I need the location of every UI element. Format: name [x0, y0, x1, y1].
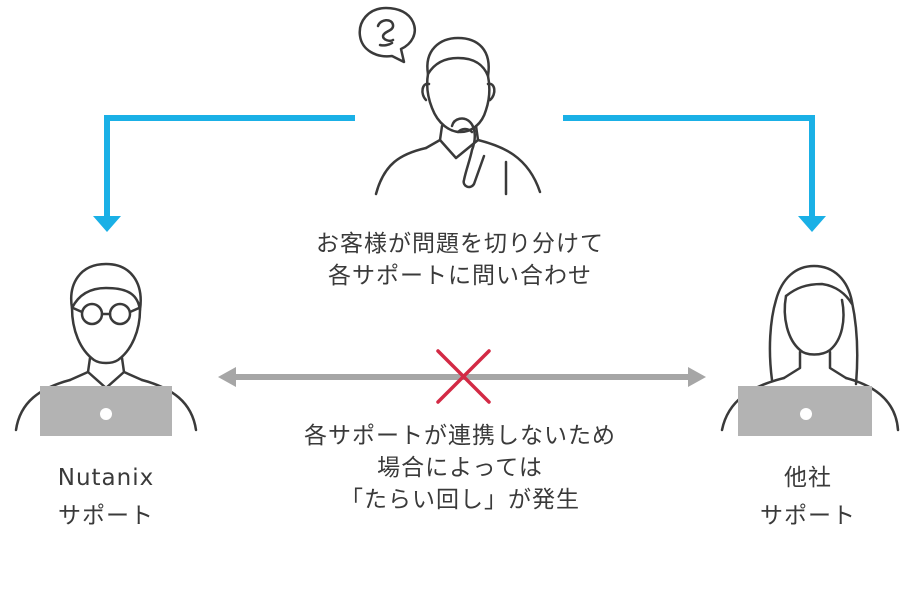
label-other-line1: 他社 — [784, 465, 832, 491]
thinking-person-icon — [374, 36, 542, 196]
x-mark-icon — [436, 349, 491, 404]
support-agent-glasses-icon — [14, 262, 198, 436]
caption-problem-line1: 各サポートが連携しないため — [304, 423, 616, 449]
caption-customer-line1: お客様が問題を切り分けて — [316, 231, 604, 257]
label-nutanix-support: Nutanix サポート — [26, 462, 186, 532]
label-other-line2: サポート — [760, 503, 856, 529]
laptop-logo-icon — [800, 408, 812, 420]
label-nutanix-line2: サポート — [58, 503, 154, 529]
laptop-logo-icon — [100, 408, 112, 420]
caption-problem-line3: 「たらい回し」が発生 — [340, 487, 580, 513]
question-bubble-icon — [358, 6, 417, 64]
support-agent-woman-icon — [720, 264, 900, 436]
blue-arrow-left — [93, 115, 355, 232]
caption-problem-line2: 場合によっては — [377, 455, 543, 481]
caption-customer-line2: 各サポートに問い合わせ — [328, 263, 592, 289]
label-other-support: 他社 サポート — [728, 462, 888, 532]
blue-arrow-right — [563, 115, 826, 232]
caption-customer: お客様が問題を切り分けて 各サポートに問い合わせ — [240, 228, 680, 292]
label-nutanix-line1: Nutanix — [57, 465, 155, 491]
caption-problem: 各サポートが連携しないため 場合によっては 「たらい回し」が発生 — [230, 420, 690, 516]
